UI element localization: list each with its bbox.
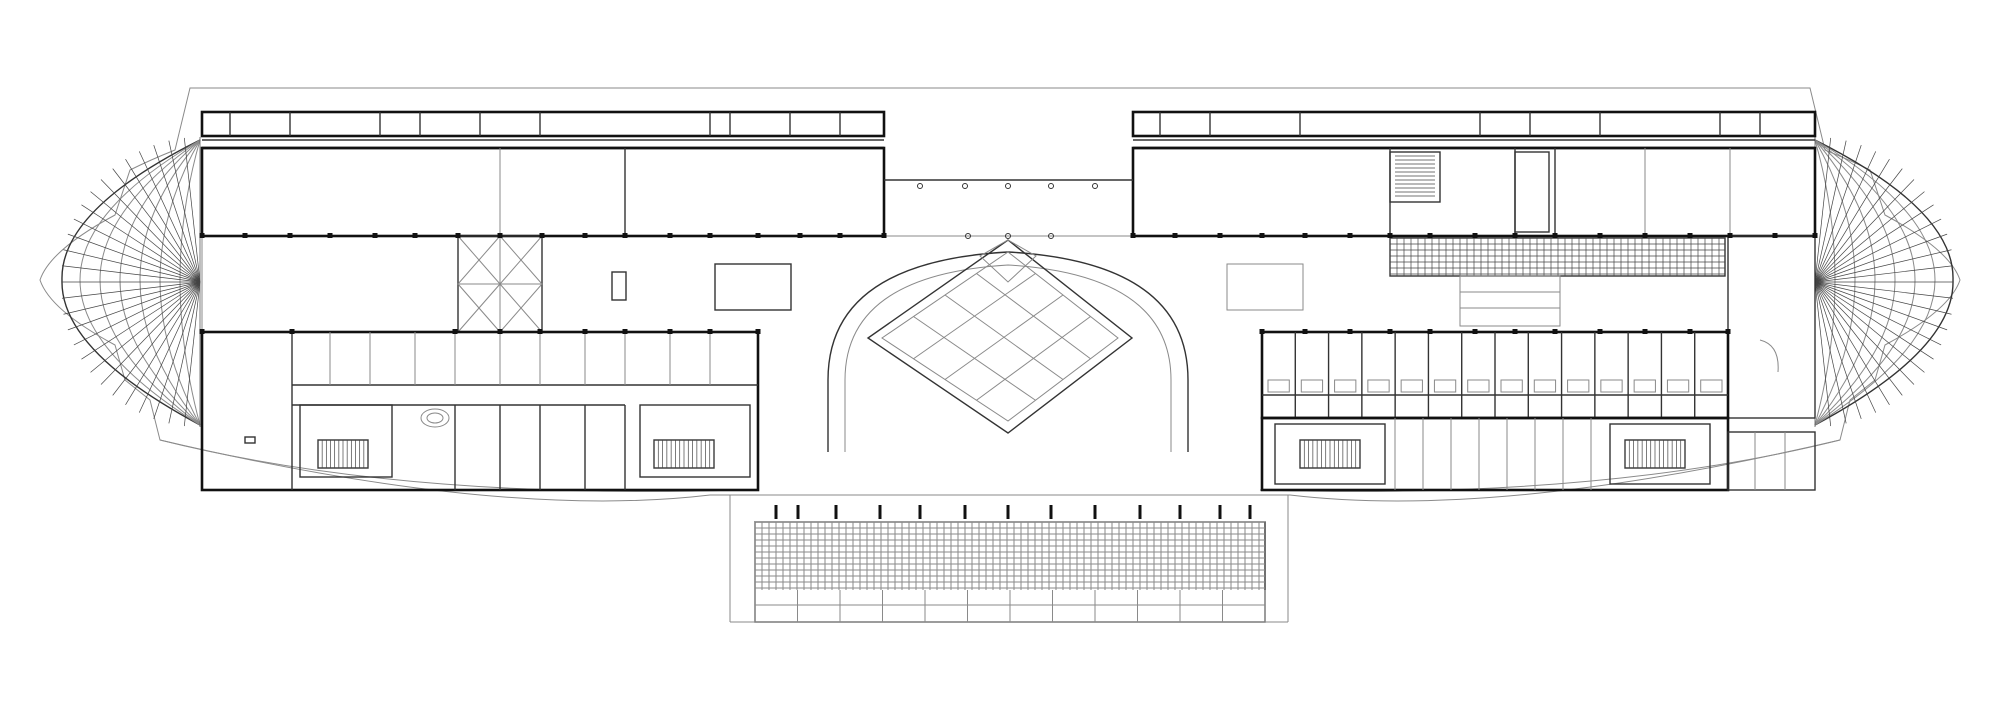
diamond-skylight bbox=[866, 239, 1134, 434]
site-outline-inner bbox=[159, 439, 1841, 492]
structural-columns bbox=[199, 233, 1818, 519]
front-canopy bbox=[729, 495, 1289, 623]
left-core-1 bbox=[299, 404, 393, 478]
left-wing bbox=[200, 110, 886, 492]
right-core-2 bbox=[1609, 423, 1711, 485]
central-atrium bbox=[827, 179, 1189, 452]
right-core-1 bbox=[1274, 423, 1386, 485]
site-outline bbox=[39, 87, 1961, 502]
right-glazed-end bbox=[1814, 137, 1954, 427]
left-glazed-end bbox=[61, 137, 201, 427]
right-wing bbox=[1131, 110, 1817, 492]
left-core-2 bbox=[639, 404, 751, 478]
